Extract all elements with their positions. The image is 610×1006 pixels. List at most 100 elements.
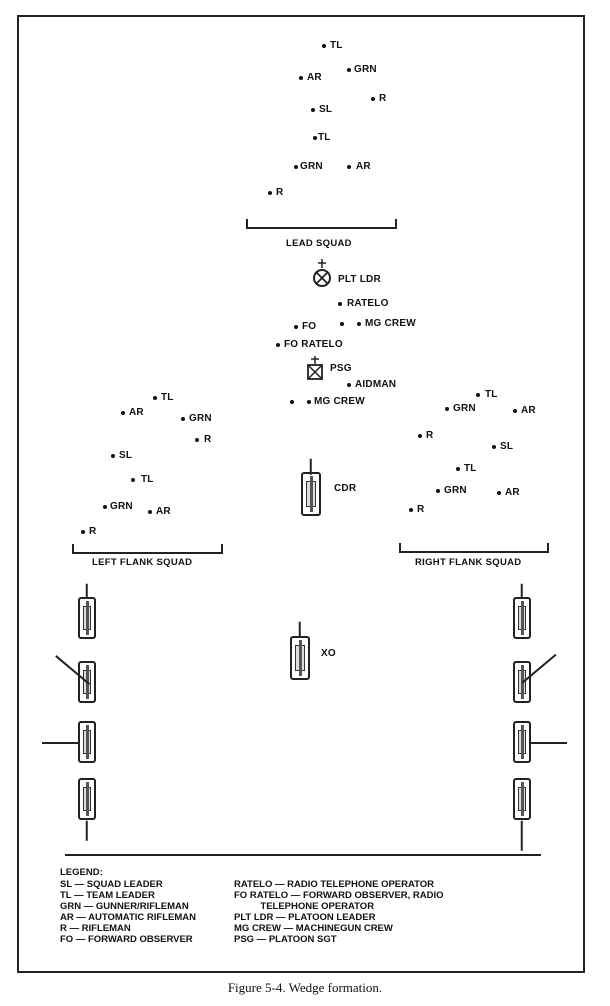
soldier-dot <box>111 454 115 458</box>
figure-caption: Figure 5-4. Wedge formation. <box>227 980 383 995</box>
legend-item: R — RIFLEMAN <box>60 923 131 934</box>
legend-item: FO — FORWARD OBSERVER <box>60 934 193 945</box>
legend-heading: LEGEND: <box>60 867 103 878</box>
soldier-dot <box>347 68 351 72</box>
right-tl-2: TL <box>464 463 477 474</box>
vehicle-icon <box>78 597 96 639</box>
fo-label: FO <box>302 321 317 332</box>
left-r-2: R <box>89 526 97 537</box>
right-ar-1: AR <box>521 405 536 416</box>
legend-item: RATELO — RADIO TELEPHONE OPERATOR <box>234 879 435 890</box>
lead-tl-2: TL <box>318 132 331 143</box>
vehicle-icon <box>513 721 531 763</box>
left-sl: SL <box>119 450 133 461</box>
soldier-dot <box>153 396 157 400</box>
mg-crew-2-label: MG CREW <box>314 396 365 407</box>
psg-label: PSG <box>330 363 352 374</box>
vehicle-icon <box>513 778 531 820</box>
soldier-dot <box>445 407 449 411</box>
soldier-dot <box>476 393 480 397</box>
legend-item: AR — AUTOMATIC RIFLEMAN <box>60 912 196 923</box>
soldier-dot <box>81 530 85 534</box>
right-sl: SL <box>500 441 514 452</box>
soldier-dot <box>409 508 413 512</box>
soldier-dot <box>513 409 517 413</box>
figure-frame <box>17 15 585 973</box>
gun-barrel <box>299 621 301 638</box>
soldier-dot <box>290 400 294 404</box>
cdr-label: CDR <box>334 483 357 494</box>
soldier-dot <box>131 478 135 482</box>
left-grn-1: GRN <box>189 413 212 424</box>
vehicle-icon <box>78 721 96 763</box>
left-tl-1: TL <box>161 392 174 403</box>
lead-squad-bracket <box>246 219 397 229</box>
gun-barrel <box>521 583 523 598</box>
left-ar-1: AR <box>129 407 144 418</box>
fo-ratelo-label: FO RATELO <box>284 339 343 350</box>
vehicle-icon <box>513 597 531 639</box>
gun-barrel <box>531 742 567 744</box>
soldier-dot <box>148 510 152 514</box>
left-tl-2: TL <box>141 474 154 485</box>
lead-sl: SL <box>319 104 333 115</box>
legend-item: PSG — PLATOON SGT <box>234 934 337 945</box>
soldier-dot <box>371 97 375 101</box>
left-ar-2: AR <box>156 506 171 517</box>
right-r-2: R <box>417 504 425 515</box>
legend-item: MG CREW — MACHINEGUN CREW <box>234 923 393 934</box>
soldier-dot <box>340 322 344 326</box>
gun-barrel <box>86 820 88 841</box>
lead-grn-2: GRN <box>300 161 323 172</box>
soldier-dot <box>456 467 460 471</box>
right-r-1: R <box>426 430 434 441</box>
soldier-dot <box>311 108 315 112</box>
soldier-dot <box>276 343 280 347</box>
legend-item: PLT LDR — PLATOON LEADER <box>234 912 376 923</box>
platoon-leader-symbol <box>313 259 331 287</box>
legend-item: FO RATELO — FORWARD OBSERVER, RADIO <box>234 890 444 901</box>
soldier-dot <box>436 489 440 493</box>
lead-grn-1: GRN <box>354 64 377 75</box>
right-squad-title: RIGHT FLANK SQUAD <box>415 557 522 568</box>
right-ar-2: AR <box>505 487 520 498</box>
plt-ldr-label: PLT LDR <box>338 274 381 285</box>
soldier-dot <box>313 136 317 140</box>
left-squad-title: LEFT FLANK SQUAD <box>92 557 193 568</box>
aidman-label: AIDMAN <box>355 379 397 390</box>
lead-squad-title: LEAD SQUAD <box>286 238 352 249</box>
gun-barrel <box>86 583 88 598</box>
soldier-dot <box>195 438 199 442</box>
cdr-vehicle-icon <box>301 472 321 516</box>
soldier-dot <box>268 191 272 195</box>
soldier-dot <box>347 383 351 387</box>
lead-tl-1: TL <box>330 40 343 51</box>
mg-crew-1-label: MG CREW <box>365 318 416 329</box>
soldier-dot <box>497 491 501 495</box>
left-squad-bracket <box>72 544 223 554</box>
soldier-dot <box>322 44 326 48</box>
vehicle-icon <box>78 778 96 820</box>
legend-divider <box>65 854 541 856</box>
left-grn-2: GRN <box>110 501 133 512</box>
soldier-dot <box>357 322 361 326</box>
right-squad-bracket <box>399 543 549 553</box>
lead-ar-2: AR <box>356 161 371 172</box>
lead-r-1: R <box>379 93 387 104</box>
soldier-dot <box>492 445 496 449</box>
soldier-dot <box>294 165 298 169</box>
soldier-dot <box>418 434 422 438</box>
soldier-dot <box>294 325 298 329</box>
left-r-1: R <box>204 434 212 445</box>
soldier-dot <box>347 165 351 169</box>
xo-label: XO <box>321 648 336 659</box>
soldier-dot <box>181 417 185 421</box>
legend-item: TELEPHONE OPERATOR <box>234 901 375 912</box>
xo-vehicle-icon <box>290 636 310 680</box>
soldier-dot <box>338 302 342 306</box>
soldier-dot <box>307 400 311 404</box>
gun-barrel <box>310 458 312 475</box>
legend-item: TL — TEAM LEADER <box>60 890 155 901</box>
ratelo-label: RATELO <box>347 298 389 309</box>
right-grn-2: GRN <box>444 485 467 496</box>
